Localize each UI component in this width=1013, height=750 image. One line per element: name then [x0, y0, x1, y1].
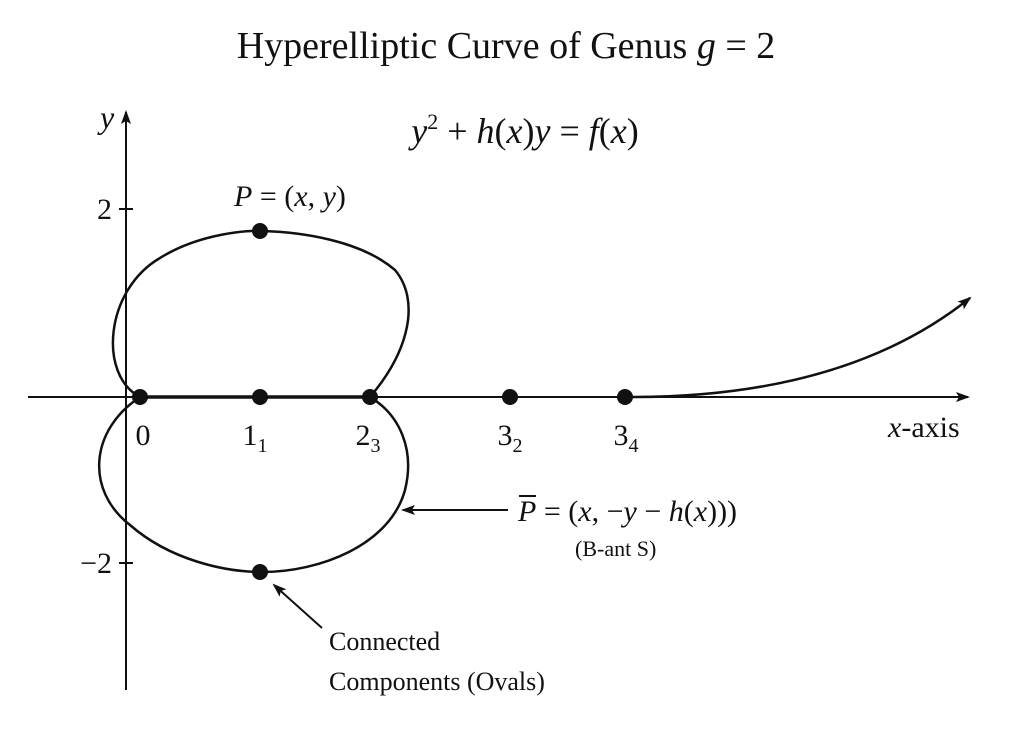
components-arrow [272, 583, 323, 629]
x-label-3-2: 32 [498, 419, 523, 457]
x-label-0: 0 [136, 419, 151, 452]
y-tick-label-neg2: −2 [80, 547, 112, 580]
x-label-3-4: 34 [614, 419, 639, 457]
point-Pbar-note: (B-ant S) [575, 536, 656, 561]
components-label-line2: Components (Ovals) [329, 667, 545, 696]
x-axis-label: x-axis [887, 411, 960, 444]
curve-equation: y2 + h(x)y = f(x) [408, 109, 639, 151]
point-x-0 [132, 389, 148, 405]
point-P [252, 223, 268, 239]
y-axis-label: y [97, 99, 115, 135]
point-P-label: P = (x, y) [233, 180, 346, 213]
components-label-line1: Connected [329, 627, 440, 656]
unbounded-branch-curve [624, 296, 972, 399]
diagram-title: Hyperelliptic Curve of Genus g = 2 [237, 25, 776, 67]
x-label-2-3: 23 [356, 419, 381, 457]
point-x-3-2 [502, 389, 518, 405]
upper-oval-curve [111, 229, 410, 399]
point-x-3-4 [617, 389, 633, 405]
point-x-1-1 [252, 389, 268, 405]
point-oval-bottom [252, 564, 268, 580]
x-label-1-1: 11 [243, 419, 268, 457]
point-Pbar-label: P = (x, −y − h(x))) [517, 495, 737, 528]
point-x-2-3 [362, 389, 378, 405]
y-tick-label-2: 2 [97, 193, 112, 226]
